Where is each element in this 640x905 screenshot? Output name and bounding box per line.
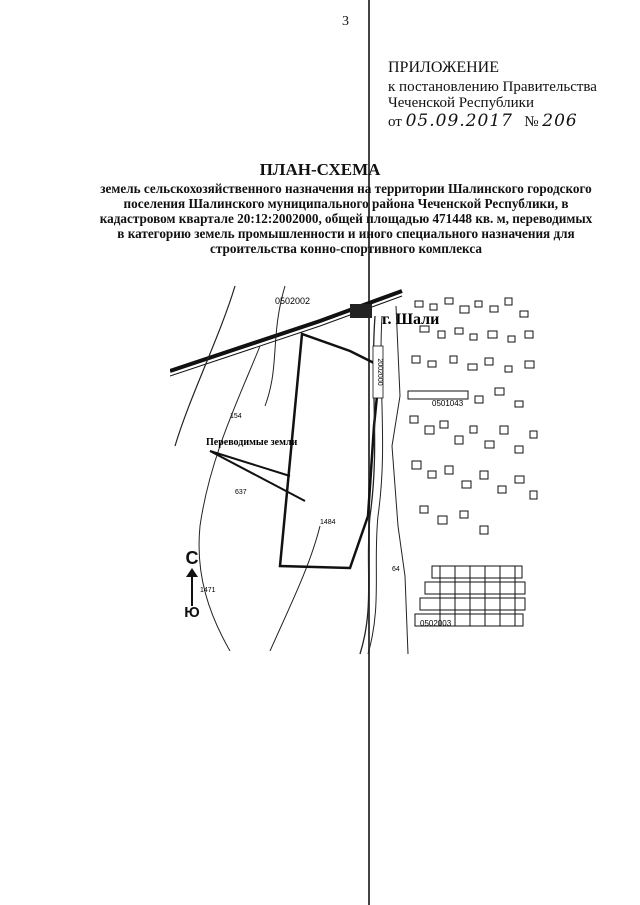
decree-date: 05.09.2017	[405, 111, 513, 131]
block-label-vertical: 2002000	[376, 358, 383, 385]
block-label-middle: 0501043	[432, 399, 464, 408]
compass-north: С	[185, 548, 199, 568]
parcel-label-1: 154	[230, 413, 242, 420]
map-svg: 2002000 0502002 г. Шали 0501043 0502003 …	[170, 285, 538, 655]
parcel-label-2: 637	[235, 489, 247, 496]
appendix-block: ПРИЛОЖЕНИЕ к постановлению Правительства…	[388, 59, 597, 131]
hatched-block	[350, 304, 372, 318]
field-boundary-bottom	[269, 525, 321, 652]
appendix-title: ПРИЛОЖЕНИЕ	[388, 59, 500, 76]
town-buildings-upper	[407, 297, 535, 408]
appendix-line-2: Чеченской Республики	[388, 95, 534, 111]
block-label-top: 0502002	[275, 296, 310, 306]
block-label-bottom: 0502003	[420, 619, 452, 628]
north-arrow-icon	[186, 568, 198, 606]
parcel-label-5: 64	[392, 566, 400, 573]
town-boundary	[391, 305, 409, 655]
field-boundary-left	[198, 345, 261, 652]
decree-date-row: от 05.09.2017 № 206	[388, 111, 597, 131]
vertical-block-frame	[372, 345, 384, 399]
parcel-label-3: 1484	[320, 519, 336, 526]
transfer-parcel	[278, 332, 382, 570]
appendix-line-1: к постановлению Правительства	[388, 79, 597, 95]
cadastral-map: 2002000 0502002 г. Шали 0501043 0502003 …	[170, 276, 550, 656]
road-main-edge	[170, 295, 403, 377]
town-label: г. Шали	[382, 311, 439, 328]
town-buildings-lower	[414, 565, 526, 627]
decree-number: 206	[542, 111, 578, 131]
transfer-arrow	[209, 450, 306, 502]
plan-description: земель сельскохозяйственного назначения …	[99, 181, 593, 256]
transfer-label: Переводимые земли	[206, 437, 298, 448]
compass-south: Ю	[184, 604, 200, 621]
plan-title: ПЛАН-СХЕМА	[259, 160, 381, 179]
river-left	[174, 285, 236, 447]
parcel-label-4: 1471	[200, 587, 216, 594]
road-main	[170, 289, 403, 373]
number-sign: №	[524, 114, 539, 130]
page-number: 3	[342, 14, 349, 29]
scan-fold-line	[368, 0, 370, 905]
date-prefix: от	[388, 114, 402, 130]
town-buildings-middle	[409, 415, 538, 535]
field-boundary-top	[264, 285, 286, 407]
compass: С Ю	[178, 548, 206, 626]
